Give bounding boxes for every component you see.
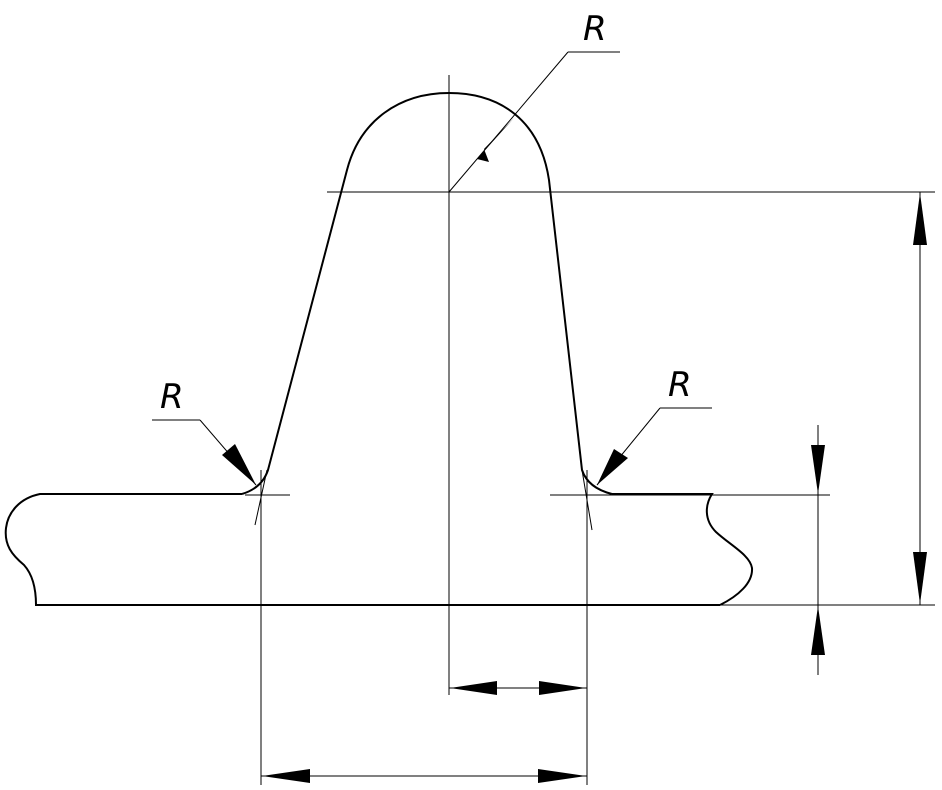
right-fillet-radius-dimension — [596, 407, 712, 486]
total-height-dimension — [913, 192, 927, 605]
base-thickness-dimension — [811, 425, 825, 675]
top-radius-dimension — [448, 51, 620, 193]
base-width-dimension — [261, 769, 587, 783]
rib-profile — [241, 91, 613, 495]
right-fillet-radius-label: R — [668, 365, 692, 405]
left-fillet-tangent-line — [254, 469, 268, 526]
top-radius-label: R — [583, 9, 607, 49]
left-fillet-radius-label: R — [160, 377, 184, 417]
base-plate-outline — [4, 493, 935, 606]
half-width-dimension — [449, 681, 587, 695]
right-fillet-tangent-line — [581, 469, 593, 531]
left-fillet-radius-dimension — [152, 419, 257, 486]
